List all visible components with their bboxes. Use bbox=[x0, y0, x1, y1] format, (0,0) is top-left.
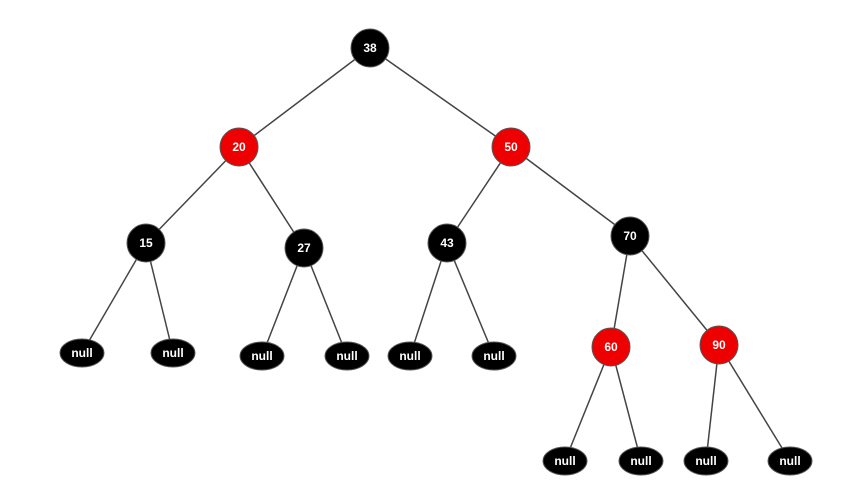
node-label: 27 bbox=[297, 241, 311, 255]
null-leaf-node: null bbox=[683, 446, 729, 476]
black-node-shape bbox=[150, 338, 196, 368]
red-node-shape bbox=[491, 127, 531, 167]
tree-node-38: 38 bbox=[350, 28, 390, 68]
node-label: null bbox=[554, 454, 575, 468]
null-leaf-node: null bbox=[618, 446, 664, 476]
black-node-shape bbox=[239, 341, 285, 371]
node-label: null bbox=[71, 346, 92, 360]
black-node-shape bbox=[427, 223, 467, 263]
tree-nodes: 38 20 50 15 27 43 70 60 90 null null null null null nu… bbox=[59, 28, 813, 476]
red-node-shape bbox=[699, 325, 739, 365]
black-node-shape bbox=[610, 216, 650, 256]
black-node-shape bbox=[324, 341, 370, 371]
tree-node-90: 90 bbox=[699, 325, 739, 365]
tree-edge-n20-n27 bbox=[238, 146, 305, 249]
node-label: null bbox=[399, 349, 420, 363]
node-label: null bbox=[483, 349, 504, 363]
black-node-shape bbox=[284, 228, 324, 268]
black-node-shape bbox=[471, 341, 517, 371]
tree-edge-n38-n50 bbox=[369, 47, 512, 148]
black-node-shape bbox=[350, 28, 390, 68]
tree-edge-n60-null60r bbox=[610, 346, 642, 462]
tree-edge-n70-n90 bbox=[629, 235, 720, 346]
null-leaf-node: null bbox=[324, 341, 370, 371]
node-label: null bbox=[162, 346, 183, 360]
black-node-shape bbox=[767, 446, 813, 476]
null-leaf-node: null bbox=[239, 341, 285, 371]
tree-node-70: 70 bbox=[610, 216, 650, 256]
tree-edge-n38-n20 bbox=[238, 47, 371, 148]
node-label: 38 bbox=[363, 41, 377, 55]
tree-node-50: 50 bbox=[491, 127, 531, 167]
node-label: null bbox=[251, 349, 272, 363]
tree-edge-n43-null43l bbox=[409, 242, 448, 357]
red-node-shape bbox=[219, 127, 259, 167]
node-label: 60 bbox=[604, 340, 618, 354]
tree-edge-n60-null60l bbox=[564, 346, 612, 462]
tree-edge-n90-null90r bbox=[718, 344, 791, 462]
null-leaf-node: null bbox=[150, 338, 196, 368]
null-leaf-node: null bbox=[542, 446, 588, 476]
null-leaf-node: null bbox=[59, 338, 105, 368]
node-label: 70 bbox=[623, 229, 637, 243]
tree-node-43: 43 bbox=[427, 223, 467, 263]
tree-edge-n50-n70 bbox=[510, 146, 631, 237]
node-label: 90 bbox=[712, 338, 726, 352]
black-node-shape bbox=[683, 446, 729, 476]
node-label: 15 bbox=[139, 236, 153, 250]
node-label: null bbox=[336, 349, 357, 363]
node-label: 20 bbox=[232, 140, 246, 154]
node-label: null bbox=[630, 454, 651, 468]
tree-node-15: 15 bbox=[126, 223, 166, 263]
black-node-shape bbox=[387, 341, 433, 371]
red-node-shape bbox=[591, 327, 631, 367]
node-label: null bbox=[779, 454, 800, 468]
node-label: 50 bbox=[504, 140, 518, 154]
tree-node-20: 20 bbox=[219, 127, 259, 167]
black-node-shape bbox=[542, 446, 588, 476]
black-node-shape bbox=[618, 446, 664, 476]
tree-edge-n43-null43r bbox=[446, 242, 495, 357]
node-label: 43 bbox=[440, 236, 454, 250]
null-leaf-node: null bbox=[471, 341, 517, 371]
null-leaf-node: null bbox=[387, 341, 433, 371]
black-node-shape bbox=[59, 338, 105, 368]
tree-node-60: 60 bbox=[591, 327, 631, 367]
tree-edge-n15-null15l bbox=[81, 242, 147, 354]
tree-edge-n20-n15 bbox=[145, 146, 240, 244]
black-node-shape bbox=[126, 223, 166, 263]
node-label: null bbox=[695, 454, 716, 468]
tree-node-27: 27 bbox=[284, 228, 324, 268]
null-leaf-node: null bbox=[767, 446, 813, 476]
